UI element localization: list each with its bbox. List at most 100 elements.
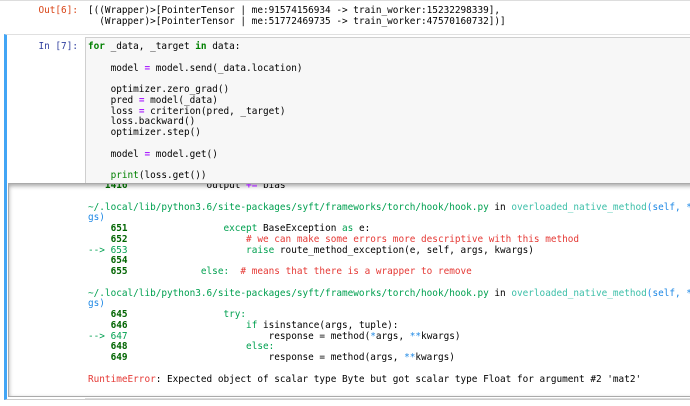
code-token: 1416 [88, 183, 128, 191]
code-token: optimizer.step() [88, 127, 201, 138]
code-line: gs) [88, 298, 690, 310]
next-cell-edge [85, 398, 690, 406]
code-token: args, [375, 330, 410, 342]
code-line: 654 [88, 255, 690, 267]
code-line: 655 else: # means that there is a wrappe… [88, 266, 690, 278]
code-token: _data, _target [104, 41, 196, 52]
code-token: # means that there is a wrapper to remov… [229, 266, 472, 277]
code-token: = [144, 62, 151, 74]
code-token: 649 [88, 352, 128, 363]
code-token: as [342, 223, 354, 234]
code-line: 1416 output += bias [88, 183, 690, 192]
code-token: RuntimeError [88, 373, 156, 385]
code-token [88, 170, 111, 181]
code-line: model = model.get() [88, 148, 303, 161]
code-line: ~/.local/lib/python3.6/site-packages/syf… [88, 201, 690, 214]
code-token: 654 [88, 255, 128, 267]
code-line: 648 else: [88, 341, 690, 353]
code-line: --> 647 response = method(*args, **kwarg… [88, 330, 690, 343]
code-cell-selected[interactable] [4, 34, 690, 400]
divider [0, 0, 690, 1]
code-token: 655 [88, 266, 128, 277]
code-token: = [138, 105, 145, 117]
code-token: (self, *args, **kwar [646, 287, 690, 299]
output-prompt: Out[6]: [38, 5, 78, 16]
input-prompt: In [7]: [38, 41, 78, 52]
code-line: optimizer.step() [88, 127, 303, 139]
code-line: 646 if isinstance(args, tuple): [88, 319, 690, 332]
code-token: for [88, 41, 105, 52]
code-line: RuntimeError: Expected object of scalar … [88, 373, 690, 386]
code-token: route_method_exception(e, self, args, kw… [274, 244, 534, 256]
code-token: = [144, 148, 151, 160]
code-token: pred [88, 94, 139, 106]
code-token: # we can make some errors more descripti… [127, 233, 580, 245]
code-line: optimizer.zero_grad() [88, 84, 303, 96]
code-line: model = model.send(_data.location) [88, 62, 303, 75]
code-token: 648 [88, 341, 128, 353]
scrolled-output-area[interactable]: 1416 output += bias ~/.local/lib/python3… [8, 183, 690, 397]
code-token: kwargs) [421, 330, 461, 342]
code-token: = [138, 94, 145, 106]
code-token: response = method( [127, 330, 371, 342]
code-line: ~/.local/lib/python3.6/site-packages/syf… [88, 287, 690, 300]
code-line: pred = model(_data) [88, 94, 303, 107]
output-line: (Wrapper)>[PointerTensor | me:5177246973… [88, 16, 506, 27]
code-token: model [88, 148, 145, 160]
code-token: model.get() [150, 148, 218, 160]
code-token: gs) [88, 212, 105, 224]
code-token: (loss.get()) [138, 170, 207, 181]
code-line: loss.backward() [88, 116, 303, 128]
output-text: [((Wrapper)>[PointerTensor | me:91574156… [88, 5, 506, 27]
code-token: if [127, 319, 258, 331]
code-token: kwargs) [415, 352, 455, 363]
code-line: gs) [88, 212, 690, 224]
code-token: isinstance(args, tuple): [257, 319, 399, 331]
code-line: 652 # we can make some errors more descr… [88, 233, 690, 246]
code-token: 646 [88, 319, 128, 331]
code-token: except [127, 223, 258, 234]
code-token: criterion(pred, _target) [144, 105, 286, 117]
code-token: += [246, 183, 258, 191]
code-token: in [488, 287, 512, 299]
code-token: (self, *args, **kwar [646, 201, 690, 213]
code-token: * [370, 330, 376, 342]
code-token: loss [88, 105, 139, 117]
code-token: --> 653 [88, 244, 128, 256]
code-token: model.send(_data.location) [150, 62, 303, 74]
code-token: ** [404, 352, 416, 363]
code-token: optimizer.zero_grad() [88, 84, 230, 95]
code-token: : Expected object of scalar type Byte bu… [155, 373, 642, 385]
code-token: ~/.local/lib/python3.6/site-packages/syf… [88, 287, 489, 299]
output-line: [((Wrapper)>[PointerTensor | me:91574156… [88, 5, 501, 16]
code-token: ~/.local/lib/python3.6/site-packages/syf… [88, 201, 489, 213]
code-token: try: [127, 309, 247, 320]
code-token: data: [206, 41, 241, 52]
code-editor[interactable]: for _data, _target in data: model = mode… [85, 37, 690, 184]
code-token: overloaded_native_method [511, 201, 647, 213]
code-line: print(loss.get()) [88, 170, 303, 182]
code-token: raise [127, 244, 275, 256]
code-token: --> 647 [88, 330, 128, 342]
code-token: overloaded_native_method [511, 287, 647, 299]
code-token: in [195, 41, 207, 52]
code-token: model(_data) [144, 94, 218, 106]
code-token: model [88, 62, 145, 74]
code-token: bias [257, 183, 286, 191]
code-token: BaseException [257, 223, 343, 234]
code-token: loss.backward() [88, 116, 196, 128]
code-token: else: [127, 266, 230, 277]
code-token: e: [353, 223, 371, 234]
code-line: --> 653 raise route_method_exception(e, … [88, 244, 690, 257]
code-line: 649 response = method(args, **kwargs) [88, 352, 690, 364]
code-token: ** [409, 330, 422, 342]
code-token: 652 [88, 233, 128, 245]
code-token: response = method(args, [127, 352, 405, 363]
code-token: 645 [88, 309, 128, 320]
code-line: for _data, _target in data: [88, 41, 303, 53]
code-token: 651 [88, 223, 128, 234]
code-line: 651 except BaseException as e: [88, 223, 690, 235]
code-token: gs) [88, 298, 105, 310]
code-token: else: [127, 341, 275, 353]
code-token: output [127, 183, 247, 191]
